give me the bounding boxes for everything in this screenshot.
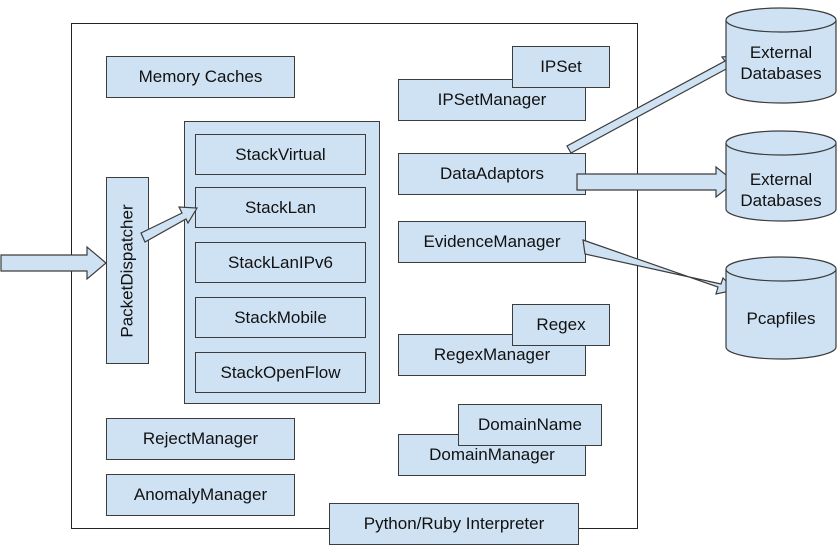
pcapfiles-label: Pcapfiles xyxy=(726,308,836,329)
regex-label: Regex xyxy=(536,315,586,334)
external-db-2-label: External Databases xyxy=(726,169,836,211)
ipset-box: IPSet xyxy=(512,46,610,88)
external-db-1-line1: External xyxy=(749,43,813,62)
reject-manager-label: RejectManager xyxy=(142,429,259,448)
anomaly-manager-box: AnomalyManager xyxy=(106,474,295,516)
stack-lan-box: StackLan xyxy=(195,187,366,228)
memory-caches-box: Memory Caches xyxy=(106,56,295,98)
dispatcher-to-stacklan-arrow xyxy=(140,206,199,243)
domain-name-box: DomainName xyxy=(458,404,602,446)
adaptors-to-db2-arrow xyxy=(576,165,736,199)
stack-lan-ipv6-box: StackLanIPv6 xyxy=(195,242,366,283)
external-db-1-cylinder xyxy=(725,7,837,104)
interpreter-label: Python/Ruby Interpreter xyxy=(363,514,545,533)
stack-openflow-label: StackOpenFlow xyxy=(220,362,341,382)
memory-caches-label: Memory Caches xyxy=(138,67,263,86)
ipset-manager-label: IPSetManager xyxy=(437,90,547,109)
stack-lan-ipv6-label: StackLanIPv6 xyxy=(228,252,333,272)
external-db-1-line2: Databases xyxy=(740,64,822,83)
anomaly-manager-label: AnomalyManager xyxy=(133,485,268,504)
stack-lan-label: StackLan xyxy=(245,197,316,217)
data-adaptors-box: DataAdaptors xyxy=(398,153,586,195)
external-db-2-cylinder xyxy=(725,130,837,222)
external-db-2-line1: External xyxy=(749,170,813,189)
packet-dispatcher-box: PacketDispatcher xyxy=(106,177,149,364)
domain-name-label: DomainName xyxy=(478,415,582,434)
stack-virtual-box: StackVirtual xyxy=(195,134,366,175)
regex-manager-box: RegexManager xyxy=(398,334,586,376)
ipset-label: IPSet xyxy=(540,57,582,76)
regex-manager-label: RegexManager xyxy=(433,345,551,364)
reject-manager-box: RejectManager xyxy=(106,418,295,460)
adaptors-to-db1-arrow xyxy=(566,54,744,154)
pcapfiles-text: Pcapfiles xyxy=(746,309,816,328)
interpreter-box: Python/Ruby Interpreter xyxy=(329,503,579,545)
evidence-manager-label: EvidenceManager xyxy=(423,232,561,251)
pcapfiles-cylinder xyxy=(725,256,837,360)
data-adaptors-label: DataAdaptors xyxy=(440,164,544,183)
external-db-1-label: External Databases xyxy=(726,42,836,84)
regex-box: Regex xyxy=(512,304,610,346)
stack-virtual-label: StackVirtual xyxy=(235,144,326,164)
evidence-to-pcap-arrow xyxy=(582,239,737,295)
input-arrow xyxy=(0,245,107,281)
domain-manager-label: DomainManager xyxy=(429,445,555,464)
external-db-2-line2: Databases xyxy=(740,191,822,210)
stack-openflow-box: StackOpenFlow xyxy=(195,352,366,393)
evidence-manager-box: EvidenceManager xyxy=(398,221,586,263)
stack-mobile-label: StackMobile xyxy=(234,307,327,327)
stack-mobile-box: StackMobile xyxy=(195,297,366,338)
